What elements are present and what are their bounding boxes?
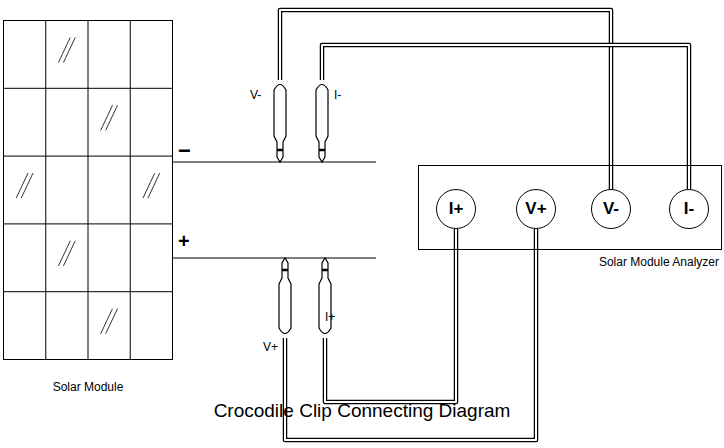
- positive-lead: [172, 257, 376, 258]
- analyzer-label: Solar Module Analyzer: [599, 255, 719, 269]
- analyzer-box: Solar Module AnalyzerI+V+V-I-: [418, 165, 722, 250]
- crocodile-clip: I+: [317, 258, 333, 338]
- negative-sign: −: [178, 138, 191, 164]
- test-cable: [280, 10, 611, 189]
- terminal-circle: I+: [436, 189, 476, 229]
- module-grid: [3, 20, 173, 360]
- terminal-label: I-: [684, 199, 694, 219]
- terminal-circle: V-: [591, 189, 631, 229]
- terminal-label: V-: [603, 199, 619, 219]
- clip-label: V+: [263, 340, 278, 354]
- clip-label: I+: [325, 310, 335, 324]
- terminal-circle: I-: [669, 189, 709, 229]
- module-label: Solar Module: [3, 380, 173, 394]
- crocodile-clip: V-: [272, 80, 288, 162]
- crocodile-clip: V+: [277, 258, 293, 338]
- clip-label: I-: [334, 88, 341, 102]
- positive-sign: +: [178, 230, 190, 253]
- clip-label: V-: [250, 88, 261, 102]
- crocodile-clip: I-: [314, 80, 330, 162]
- test-cable: [322, 45, 689, 189]
- negative-lead: [172, 161, 376, 162]
- caption: Crocodile Clip Connecting Diagram: [0, 400, 724, 422]
- terminal-label: V+: [525, 199, 546, 219]
- clip-outline: [277, 258, 293, 338]
- solar-module: Solar Module: [3, 20, 173, 360]
- clip-outline: [314, 80, 330, 162]
- test-cable: [325, 229, 456, 402]
- terminal-label: I+: [449, 199, 464, 219]
- clip-outline: [317, 258, 333, 338]
- clip-outline: [272, 80, 288, 162]
- terminal-circle: V+: [516, 189, 556, 229]
